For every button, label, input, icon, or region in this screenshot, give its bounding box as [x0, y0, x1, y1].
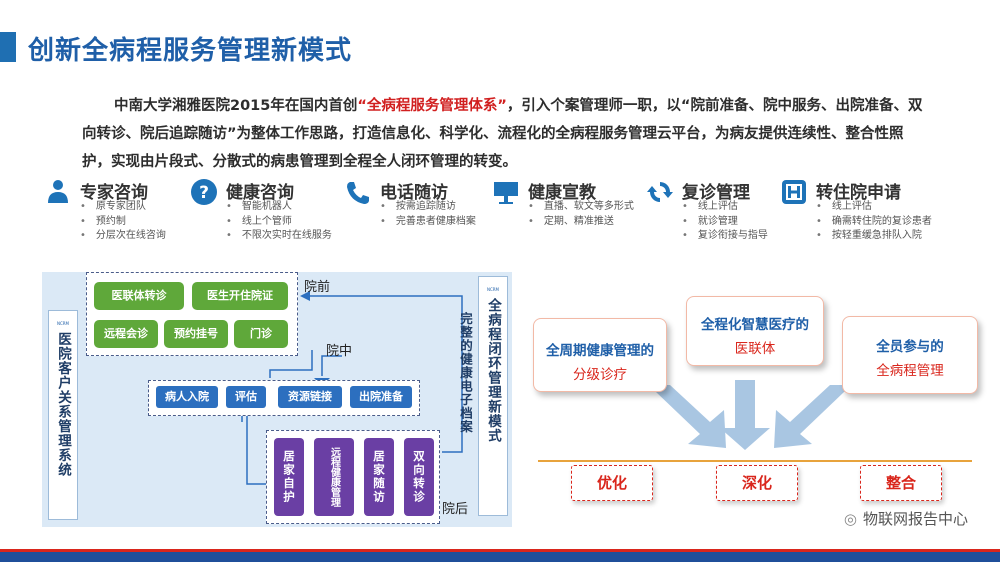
service-item: 智能机器人 — [226, 200, 332, 215]
divider-line — [538, 460, 972, 462]
wechat-icon: ◎ — [843, 510, 857, 528]
box-subtitle: 全病程管理 — [876, 363, 944, 379]
refresh-icon — [646, 178, 674, 206]
outcome-deepen: 深化 — [716, 465, 798, 501]
admission-button: 病人入院 — [156, 386, 218, 408]
watermark: ◎ 物联网报告中心 — [844, 508, 968, 529]
service-item: 线上评估 — [816, 200, 932, 215]
graded-care-box: 全周期健康管理的 分级诊疗 — [533, 318, 667, 392]
box-title: 全员参与的 — [876, 339, 944, 355]
service-title: 专家咨询 — [80, 183, 148, 203]
closed-loop-mode-label: 全病程闭环管理新模式 — [485, 298, 501, 443]
box-title: 全程化智慧医疗的 — [701, 317, 809, 333]
remote-consult-button: 远程会诊 — [94, 320, 158, 348]
tiny-label: NCRM — [56, 321, 69, 326]
home-care-label: 居家自护 — [282, 450, 296, 504]
service-item: 就诊管理 — [682, 215, 768, 230]
service-title: 转住院申请 — [816, 183, 901, 203]
intro-paragraph: 中南大学湘雅医院2015年在国内首创“全病程服务管理体系”，引入个案管理师一职，… — [82, 92, 932, 176]
full-course-box: 全员参与的 全病程管理 — [842, 316, 978, 394]
question-icon: ? — [190, 178, 218, 206]
crm-system-label: 医院客户关系管理系统 — [55, 332, 71, 477]
service-item: 按轻重缓急排队入院 — [816, 229, 932, 244]
box-title: 全周期健康管理的 — [546, 343, 654, 359]
crm-system-bar: NCRM 医院客户关系管理系统 — [48, 310, 78, 520]
stage-pre: 院前 — [304, 280, 331, 295]
health-record-label: 完整的健康电子档案 — [458, 312, 473, 434]
service-title: 复诊管理 — [682, 183, 750, 203]
home-followup-label: 居家随访 — [372, 450, 386, 504]
intro-text-end: ，引入个案管理师一职，以“院前准备、院中服务、出院准备、双向转诊、院后追踪随访”… — [82, 98, 923, 170]
two-way-referral-button: 双向转诊 — [404, 438, 434, 516]
stage-post: 院后 — [442, 502, 469, 517]
service-title: 健康咨询 — [226, 183, 294, 203]
outcome-optimize: 优化 — [571, 465, 653, 501]
converging-arrows — [640, 380, 860, 450]
service-title: 电话随访 — [380, 183, 448, 203]
footer-blue-stripe — [0, 552, 1000, 562]
service-item: 复诊衔接与指导 — [682, 229, 768, 244]
remote-health-label: 远程健康管理 — [328, 447, 340, 507]
service-item: 原专家团队 — [80, 200, 166, 215]
intro-text-start: 中南大学湘雅医院2015年在国内首创 — [114, 98, 358, 114]
outpatient-button: 门诊 — [234, 320, 288, 348]
service-item: 定期、精准推送 — [528, 215, 634, 230]
slide-title: 创新全病程服务管理新模式 — [28, 36, 353, 66]
service-item: 线上评估 — [682, 200, 768, 215]
service-item: 线上个管师 — [226, 215, 332, 230]
presentation-icon — [492, 178, 520, 206]
resource-link-button: 资源链接 — [278, 386, 342, 408]
title-accent-bar — [0, 32, 16, 62]
hospital-icon — [780, 178, 808, 206]
footer-red-stripe — [0, 549, 1000, 552]
watermark-text: 物联网报告中心 — [862, 510, 968, 528]
service-item: 直播、软文等多形式 — [528, 200, 634, 215]
box-subtitle: 分级诊疗 — [573, 367, 627, 383]
medical-alliance-box: 全程化智慧医疗的 医联体 — [686, 296, 824, 366]
service-title: 健康宣教 — [528, 183, 596, 203]
remote-health-button: 远程健康管理 — [314, 438, 354, 516]
service-item: 完善患者健康档案 — [380, 215, 476, 230]
svg-text:?: ? — [199, 183, 209, 203]
admission-cert-button: 医生开住院证 — [192, 282, 288, 310]
crm-diagram-panel: NCRM 医院客户关系管理系统 NCRM 全病程闭环管理新模式 医联体转诊 医生… — [42, 272, 512, 527]
closed-loop-mode-bar: NCRM 全病程闭环管理新模式 — [478, 276, 508, 516]
home-followup-button: 居家随访 — [364, 438, 394, 516]
intro-highlight: “全病程服务管理体系” — [357, 98, 507, 114]
two-way-referral-label: 双向转诊 — [412, 450, 426, 504]
outcome-integrate: 整合 — [860, 465, 942, 501]
referral-button: 医联体转诊 — [94, 282, 184, 310]
doctor-icon — [44, 178, 72, 206]
service-item: 预约制 — [80, 215, 166, 230]
discharge-prep-button: 出院准备 — [350, 386, 412, 408]
tiny-label: NCRM — [486, 287, 499, 292]
appointment-button: 预约挂号 — [164, 320, 228, 348]
stage-mid: 院中 — [326, 344, 353, 359]
box-subtitle: 医联体 — [734, 341, 776, 357]
service-item: 按需追踪随访 — [380, 200, 476, 215]
service-item: 确需转住院的复诊患者 — [816, 215, 932, 230]
service-item: 不限次实时在线服务 — [226, 229, 332, 244]
phone-icon — [344, 178, 372, 206]
home-care-button: 居家自护 — [274, 438, 304, 516]
assessment-button: 评估 — [226, 386, 266, 408]
service-item: 分层次在线咨询 — [80, 229, 166, 244]
